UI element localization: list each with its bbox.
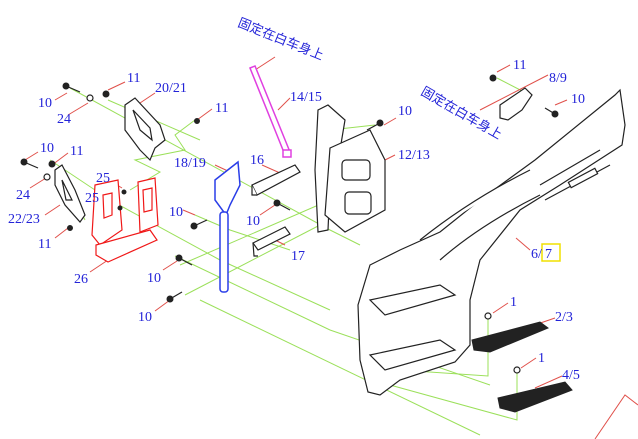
label-11[interactable]: 11 (38, 237, 51, 252)
step-plate-4-5[interactable] (497, 381, 573, 413)
label-24[interactable]: 24 (16, 188, 30, 203)
label-11[interactable]: 11 (215, 101, 228, 116)
label-17[interactable]: 17 (291, 249, 305, 264)
step-26[interactable] (91, 177, 159, 263)
label-14-15[interactable]: 14/15 (290, 90, 322, 105)
annotation-fix-to-body: 固定在白车身上 (236, 15, 326, 64)
rod-14-15[interactable] (249, 65, 292, 158)
label-7[interactable]: 7 (545, 247, 552, 262)
label-20-21[interactable]: 20/21 (155, 81, 187, 96)
bracket-20-21[interactable] (124, 97, 166, 162)
label-16[interactable]: 16 (250, 153, 264, 168)
label-10[interactable]: 10 (246, 214, 260, 229)
label-25[interactable]: 25 (85, 191, 99, 206)
leader-lines (24, 56, 638, 439)
step-plate-2-3[interactable] (471, 321, 550, 353)
label-11[interactable]: 11 (513, 58, 526, 73)
highlight-box (541, 243, 561, 262)
bracket-8-9[interactable] (499, 87, 533, 121)
label-24[interactable]: 24 (57, 112, 71, 127)
label-4-5[interactable]: 4/5 (562, 368, 580, 383)
label-10[interactable]: 10 (571, 92, 585, 107)
support-18-19[interactable] (214, 160, 241, 293)
bolts (20, 74, 559, 374)
label-11[interactable]: 11 (70, 144, 83, 159)
label-22-23[interactable]: 22/23 (8, 212, 40, 227)
label-11[interactable]: 11 (127, 71, 140, 86)
part-labels: 14/15 10 24 11 20/21 11 10 11 24 22/23 2… (8, 58, 585, 383)
annotation-fix-to-body: 固定在白车身上 (418, 84, 505, 143)
label-8-9[interactable]: 8/9 (549, 71, 567, 86)
panel-12-13[interactable] (314, 104, 386, 233)
label-25[interactable]: 25 (96, 171, 110, 186)
label-1[interactable]: 1 (510, 295, 517, 310)
label-10[interactable]: 10 (398, 104, 412, 119)
label-10[interactable]: 10 (138, 310, 152, 325)
label-10[interactable]: 10 (169, 205, 183, 220)
label-1[interactable]: 1 (538, 351, 545, 366)
label-10[interactable]: 10 (147, 271, 161, 286)
label-26[interactable]: 26 (74, 272, 88, 287)
bracket-16[interactable] (251, 164, 301, 196)
bracket-22-23[interactable] (54, 164, 86, 223)
fender-6-7[interactable] (357, 88, 626, 396)
bracket-17[interactable] (252, 226, 291, 257)
label-2-3[interactable]: 2/3 (555, 310, 573, 325)
label-12-13[interactable]: 12/13 (398, 148, 430, 163)
label-6[interactable]: 6/ (531, 247, 542, 262)
label-18-19[interactable]: 18/19 (174, 156, 206, 171)
label-10[interactable]: 10 (40, 141, 54, 156)
label-10[interactable]: 10 (38, 96, 52, 111)
